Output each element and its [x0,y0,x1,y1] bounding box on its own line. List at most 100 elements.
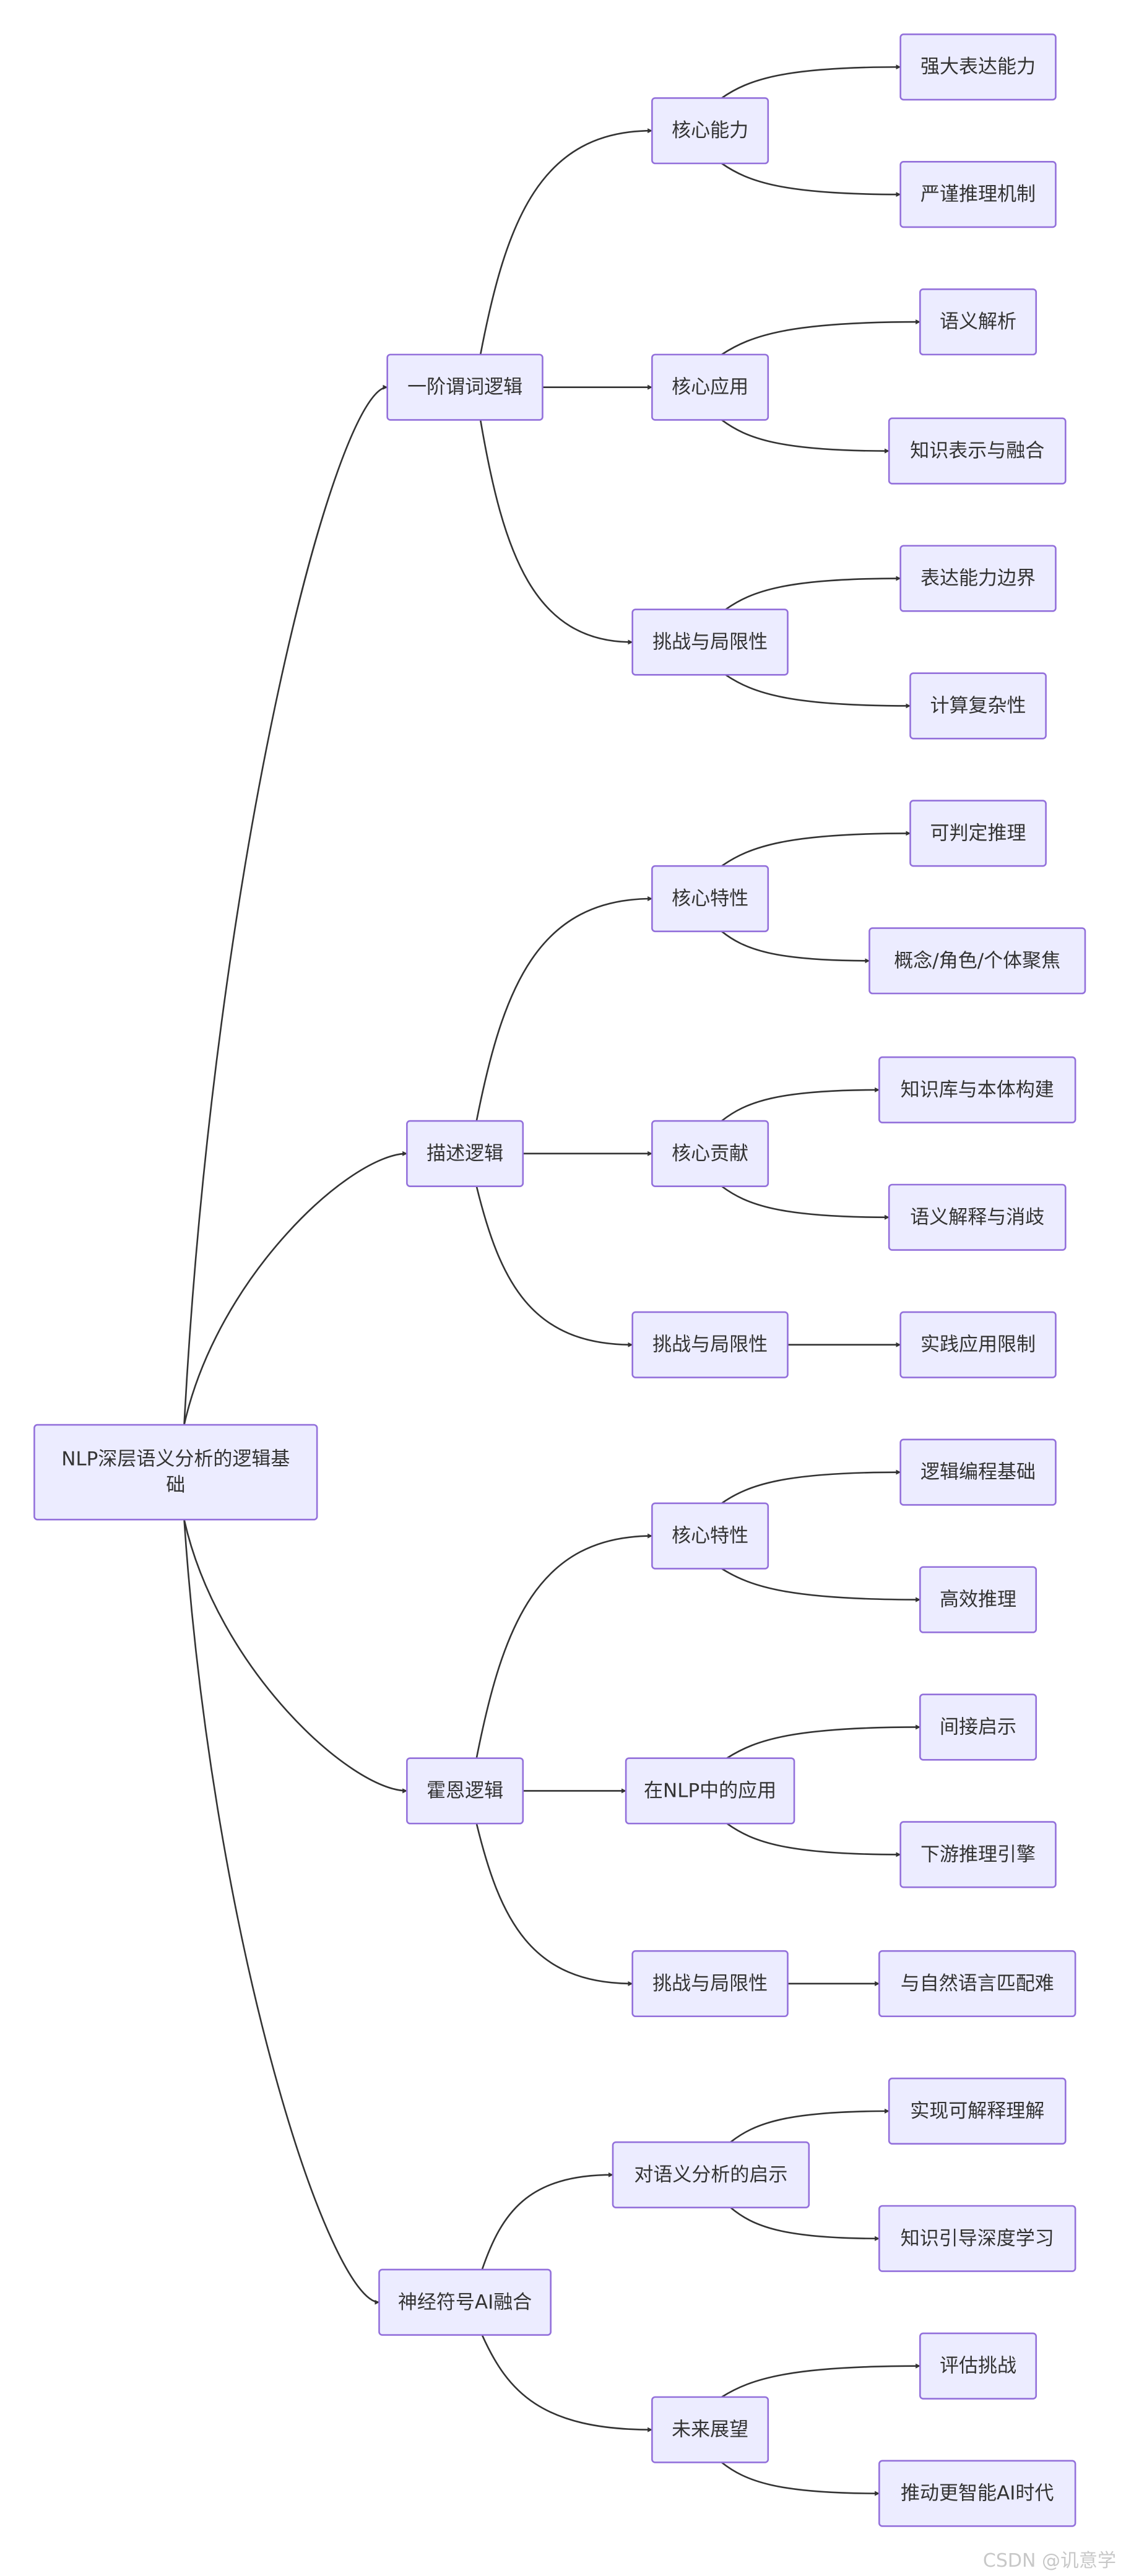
node-dl-challenges[interactable]: 挑战与局限性 [631,1311,789,1378]
edge-fol-core-application-to-fol-knowledge-fusion [721,419,890,454]
edge-horn-nlp-application-to-horn-downstream-engine [726,1823,901,1857]
node-horn-nlp-application[interactable]: 在NLP中的应用 [625,1757,795,1825]
node-label: 表达能力边界 [920,568,1036,590]
node-nsai-inspiration[interactable]: 对语义分析的启示 [612,2141,810,2208]
node-nsai-explainable[interactable]: 实现可解释理解 [888,2077,1067,2145]
edge-dl-core-features-to-dl-concept-role [721,930,870,964]
node-box [651,865,769,933]
node-horn-core-features[interactable]: 核心特性 [651,1502,769,1570]
node-nsai[interactable]: 神经符号AI融合 [378,2268,552,2336]
node-box [651,2396,769,2463]
node-fol-core-application[interactable]: 核心应用 [651,353,769,421]
node-horn[interactable]: 霍恩逻辑 [406,1757,524,1825]
node-fol-strong-expression[interactable]: 强大表达能力 [899,33,1057,101]
node-fol-expression-boundary[interactable]: 表达能力边界 [899,545,1057,612]
node-label: NLP深层语义分析的逻辑基 [61,1448,290,1471]
node-fol-complexity[interactable]: 计算复杂性 [909,672,1047,740]
node-label: 概念/角色/个体聚焦 [894,949,1060,972]
edge-horn-core-features-to-horn-efficient-reasoning [721,1568,921,1602]
node-label: 强大表达能力 [920,56,1036,78]
edge-horn-to-horn-challenges [475,1823,633,1986]
node-fol-semantic-parsing[interactable]: 语义解析 [919,288,1037,356]
node-horn-logic-programming[interactable]: 逻辑编程基础 [899,1438,1057,1506]
node-label: 挑战与局限性 [652,1973,768,1995]
node-horn-downstream-engine[interactable]: 下游推理引擎 [899,1821,1057,1888]
node-dl-decidable-reasoning[interactable]: 可判定推理 [909,800,1047,867]
node-box [878,2460,1076,2527]
node-label: 一阶谓词逻辑 [407,376,522,399]
node-label: 实现可解释理解 [910,2100,1044,2122]
node-label: 严谨推理机制 [920,183,1036,205]
node-nsai-outlook[interactable]: 未来展望 [651,2396,769,2463]
node-fol[interactable]: 一阶谓词逻辑 [386,353,544,421]
node-horn-challenges[interactable]: 挑战与局限性 [631,1950,789,2018]
edge-fol-to-fol-challenges [479,420,633,645]
edge-root-to-dl [183,1151,408,1425]
node-label: 评估挑战 [940,2355,1016,2377]
node-label: 核心特性 [672,888,748,910]
node-label: 核心应用 [672,376,748,399]
node-label: 在NLP中的应用 [644,1779,776,1802]
node-box [612,2141,810,2208]
node-label: 挑战与局限性 [652,1334,768,1356]
node-label: 核心特性 [672,1525,748,1547]
node-nsai-knowledge-guided[interactable]: 知识引导深度学习 [878,2205,1076,2272]
node-label: 对语义分析的启示 [634,2164,787,2186]
node-dl-concept-role[interactable]: 概念/角色/个体聚焦 [868,927,1086,995]
node-label: 核心能力 [672,119,748,142]
node-fol-core-ability[interactable]: 核心能力 [651,97,769,165]
node-dl-kb-ontology[interactable]: 知识库与本体构建 [878,1056,1076,1123]
node-box [878,1950,1076,2018]
node-dl-interpretation-disambiguation[interactable]: 语义解释与消歧 [888,1183,1067,1251]
node-dl[interactable]: 描述逻辑 [406,1120,524,1187]
node-label: 与自然语言匹配难 [901,1973,1054,1995]
edge-fol-core-application-to-fol-semantic-parsing [721,319,921,355]
node-box [919,288,1037,356]
edge-nsai-outlook-to-nsai-smarter-ai [721,2461,880,2496]
node-horn-nl-matching[interactable]: 与自然语言匹配难 [878,1950,1076,2018]
csdn-watermark: CSDN @讥意学 [982,2550,1116,2572]
node-nsai-smarter-ai[interactable]: 推动更智能AI时代 [878,2460,1076,2527]
node-box [631,1311,789,1378]
node-label: 计算复杂性 [930,694,1026,717]
edge-horn-core-features-to-horn-logic-programming [721,1469,901,1504]
node-box [386,353,544,421]
edge-nsai-outlook-to-nsai-eval-challenges [721,2363,921,2398]
node-label: 推动更智能AI时代 [901,2483,1054,2505]
node-label: 间接启示 [940,1716,1016,1738]
node-box [378,2268,552,2336]
node-box [909,800,1047,867]
node-box [899,1438,1057,1506]
node-box [899,1821,1057,1888]
node-box [899,545,1057,612]
node-box [651,97,769,165]
node-nsai-eval-challenges[interactable]: 评估挑战 [919,2332,1037,2400]
node-fol-challenges[interactable]: 挑战与局限性 [631,608,789,676]
node-box [631,608,789,676]
edge-horn-to-horn-core-features [475,1533,653,1758]
node-fol-knowledge-fusion[interactable]: 知识表示与融合 [888,417,1067,485]
node-fol-rigorous-reasoning[interactable]: 严谨推理机制 [899,161,1057,228]
node-dl-core-contribution[interactable]: 核心贡献 [651,1120,769,1187]
edge-fol-challenges-to-fol-expression-boundary [725,576,901,610]
node-box [625,1757,795,1825]
node-box [919,2332,1037,2400]
node-box [899,161,1057,228]
node-label: 霍恩逻辑 [427,1779,503,1802]
edges-layer [183,64,921,2496]
node-label: 描述逻辑 [427,1143,503,1165]
node-box [899,1311,1057,1378]
edge-horn-nlp-application-to-horn-indirect-inspiration [726,1724,921,1759]
node-label: 逻辑编程基础 [920,1461,1036,1484]
node-label: 挑战与局限性 [652,631,768,654]
node-label: 核心贡献 [672,1143,748,1165]
node-horn-indirect-inspiration[interactable]: 间接启示 [919,1693,1037,1761]
node-box [899,33,1057,101]
node-label: 神经符号AI融合 [398,2291,532,2314]
node-horn-efficient-reasoning[interactable]: 高效推理 [919,1566,1037,1633]
node-dl-practical-limits[interactable]: 实践应用限制 [899,1311,1057,1378]
node-label: 实践应用限制 [920,1334,1036,1356]
node-dl-core-features[interactable]: 核心特性 [651,865,769,933]
